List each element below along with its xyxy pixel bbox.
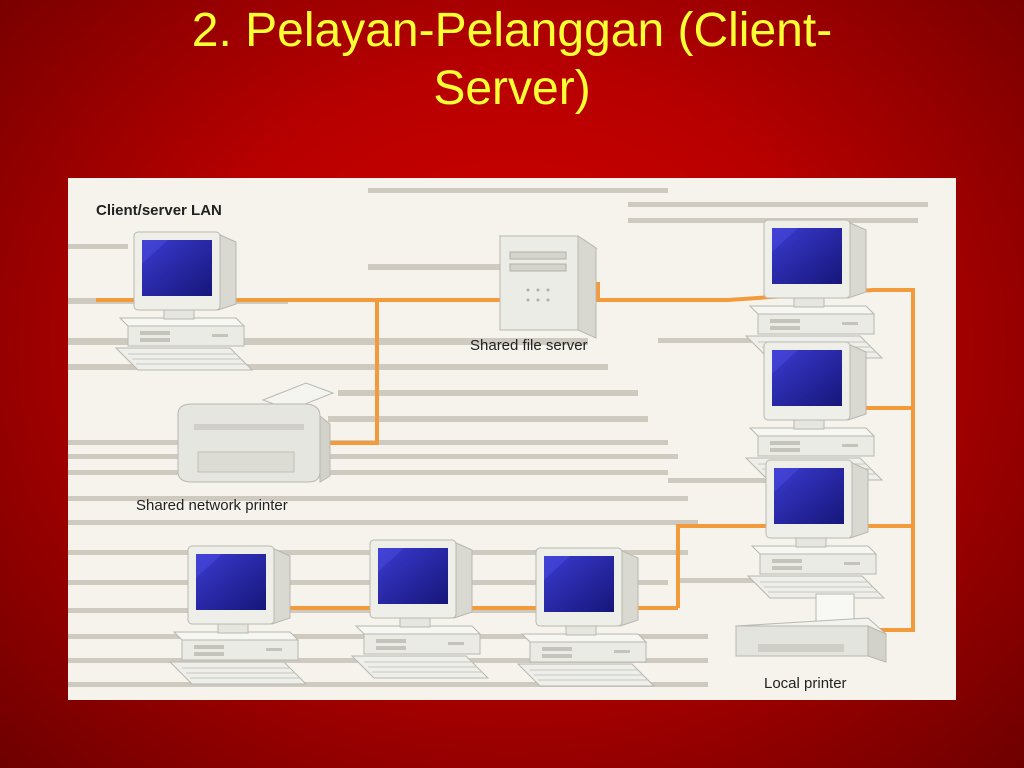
cable-printer-drop bbox=[320, 300, 379, 445]
network-printer-label: Shared network printer bbox=[136, 497, 288, 514]
file-server-icon bbox=[498, 235, 598, 339]
server-label: Shared file server bbox=[470, 337, 588, 354]
desktop-computer-icon bbox=[745, 219, 883, 359]
local-printer-label: Local printer bbox=[764, 675, 847, 692]
cable-backbone bbox=[96, 288, 915, 632]
desktop-computer-icon bbox=[169, 545, 307, 685]
network-diagram-figure: Client/server LAN Shared file server Sha… bbox=[68, 178, 956, 700]
desktop-computer-icon bbox=[351, 539, 489, 679]
laser-printer-icon bbox=[177, 382, 335, 483]
title-line-1: 2. Pelayan-Pelanggan (Client- bbox=[191, 4, 833, 57]
desktop-computer-icon bbox=[115, 231, 253, 371]
desktop-computer-icon bbox=[747, 459, 885, 599]
desktop-computer-icon bbox=[745, 341, 883, 481]
diagram-heading: Client/server LAN bbox=[96, 202, 222, 219]
title-line-2: Server) bbox=[433, 62, 591, 115]
slide-title: 2. Pelayan-Pelanggan (Client- Server) bbox=[0, 2, 1024, 118]
desktop-computer-icon bbox=[517, 547, 655, 687]
inkjet-printer-icon bbox=[734, 593, 888, 663]
